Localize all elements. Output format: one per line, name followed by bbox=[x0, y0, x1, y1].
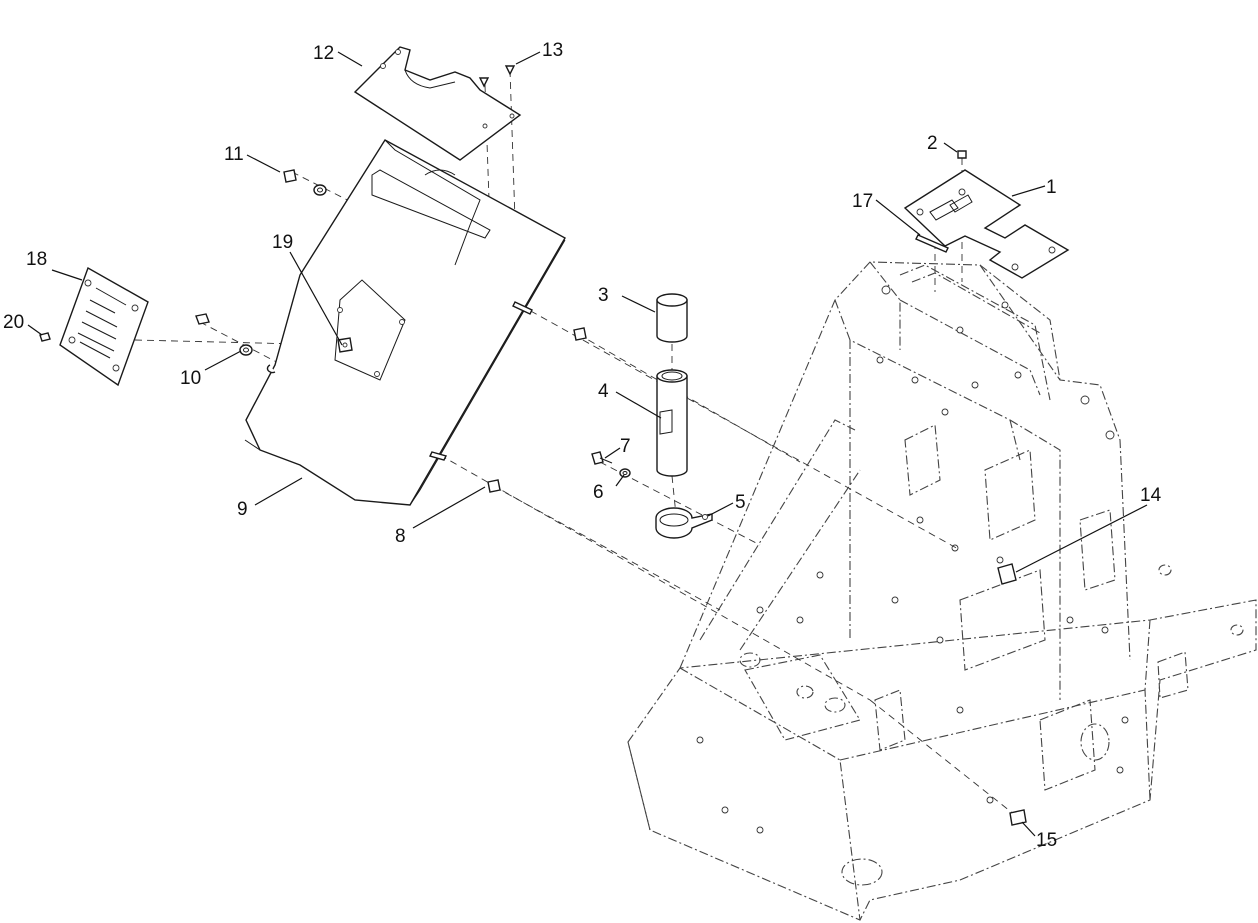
part-20-screw bbox=[39, 332, 51, 342]
part-13-screws bbox=[478, 65, 516, 88]
callout-5: 5 bbox=[735, 492, 746, 513]
callout-10: 10 bbox=[180, 368, 201, 389]
part-17-pin bbox=[915, 234, 949, 253]
callout-6: 6 bbox=[593, 482, 604, 503]
callout-1: 1 bbox=[1046, 177, 1057, 198]
callout-9: 9 bbox=[237, 499, 248, 520]
callout-19: 19 bbox=[272, 232, 293, 253]
callout-20: 20 bbox=[3, 312, 24, 333]
callout-2: 2 bbox=[927, 133, 938, 154]
callout-11: 11 bbox=[224, 144, 244, 165]
callout-14: 14 bbox=[1140, 485, 1162, 506]
part-3-sleeve bbox=[656, 293, 688, 343]
part-9-console-panel bbox=[244, 139, 566, 506]
callout-4: 4 bbox=[598, 381, 609, 402]
frame-holes bbox=[696, 285, 1129, 834]
part-14-bolt bbox=[997, 563, 1017, 585]
part-2-screw bbox=[957, 150, 967, 159]
part-7-bolt bbox=[591, 451, 613, 465]
part-12-top-cover bbox=[353, 46, 522, 161]
part-18-grille bbox=[59, 266, 149, 387]
callout-7: 7 bbox=[620, 436, 631, 457]
part-15-tag bbox=[1009, 809, 1027, 826]
callout-8: 8 bbox=[395, 526, 406, 547]
machine-frame bbox=[627, 261, 1257, 921]
part-19-switch bbox=[337, 337, 353, 353]
callout-3: 3 bbox=[598, 285, 609, 306]
part-11-nut-washer bbox=[283, 169, 327, 196]
callout-18: 18 bbox=[26, 249, 47, 270]
part-5-clamp bbox=[655, 507, 713, 539]
part-1-plate bbox=[903, 169, 1070, 279]
callout-17: 17 bbox=[852, 191, 873, 212]
part-6-washer bbox=[619, 468, 631, 478]
callout-15: 15 bbox=[1036, 830, 1057, 851]
callout-13: 13 bbox=[542, 40, 563, 61]
callout-12: 12 bbox=[313, 43, 334, 64]
callout-labels: 1 2 3 4 5 6 7 8 9 10 11 12 13 14 15 17 1… bbox=[3, 40, 1162, 851]
part-10-nut-washer bbox=[195, 313, 253, 356]
part-8-nuts bbox=[487, 327, 587, 493]
part-4-tube bbox=[656, 369, 688, 477]
leader-lines bbox=[27, 51, 1148, 837]
